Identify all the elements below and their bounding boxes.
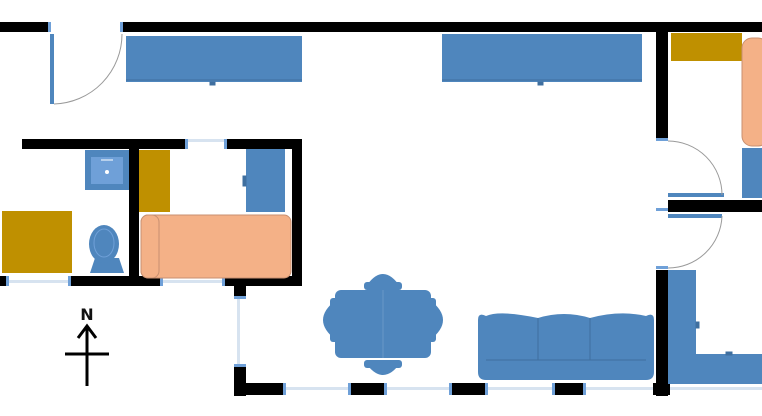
door-icon (668, 214, 722, 218)
cabinet-top-right (442, 34, 642, 86)
compass: N (65, 305, 109, 386)
wall-top-left (0, 22, 50, 32)
jamb-markers (6, 22, 668, 395)
wall-bed-top (226, 139, 302, 149)
wall-bath-bottom-mid (70, 276, 162, 286)
jamb-marker (234, 296, 246, 299)
wall-right-vertical-lower (656, 270, 668, 396)
window-living-left (237, 298, 240, 366)
door-swing-icon (53, 33, 123, 105)
jamb-marker (68, 276, 71, 286)
jamb-marker (120, 22, 123, 32)
windows (8, 139, 762, 390)
wall-right-vertical-upper (656, 22, 668, 140)
wall-bottom-1 (234, 383, 285, 395)
bed-right-room (741, 37, 762, 147)
door-right-upper (667, 140, 724, 197)
closet-cabinet (139, 150, 170, 212)
bath-cabinet (2, 211, 72, 273)
window-living-bottom-2 (386, 387, 450, 390)
jamb-marker (224, 139, 227, 149)
wall-bottom-3 (450, 383, 487, 395)
sink-icon (85, 150, 129, 190)
jamb-marker (185, 139, 188, 149)
door-swing-icon (667, 140, 723, 196)
jamb-marker (656, 266, 668, 269)
jamb-marker (656, 138, 668, 141)
window-living-bottom-1 (285, 387, 349, 390)
window-closet-top (187, 139, 225, 142)
wall-bath-top (22, 139, 186, 149)
bed-icon (140, 214, 292, 279)
cabinet-right-lower (668, 270, 762, 384)
cabinet-top-left (126, 36, 302, 86)
window-bath-bottom (8, 280, 70, 283)
window-bed-bottom (162, 280, 224, 283)
door-entry (50, 33, 123, 105)
toilet-icon (89, 225, 124, 273)
door-swing-icon (667, 215, 723, 269)
door-icon (668, 193, 724, 197)
wall-bottom-2 (349, 383, 386, 395)
jamb-marker (348, 383, 351, 395)
jamb-marker (283, 383, 286, 395)
door-right-lower (667, 214, 723, 269)
window-living-bottom-3 (487, 387, 553, 390)
wall-right-horizontal (668, 200, 762, 212)
jamb-marker (485, 383, 488, 395)
door-icon (50, 34, 54, 104)
window-living-bottom-4 (585, 387, 653, 390)
wall-bath-bottom-left (0, 276, 8, 286)
compass-label: N (80, 305, 93, 324)
jamb-marker (583, 383, 586, 395)
cabinet-right-room (671, 33, 742, 61)
wall-top-main (122, 22, 762, 32)
jamb-marker (449, 383, 452, 395)
dining-table-icon (323, 274, 443, 375)
window-right-bottom (670, 387, 762, 390)
wall-bottom-4 (553, 383, 585, 395)
wall-bottom-5 (653, 383, 670, 395)
jamb-marker (6, 276, 9, 286)
compass-arrow-icon (65, 323, 109, 386)
jamb-marker (656, 208, 668, 211)
wall-bed-right (292, 139, 302, 286)
wall-bed-bottom-right (224, 276, 302, 286)
jamb-marker (222, 276, 225, 286)
wall-bath-divider (129, 149, 139, 285)
jamb-marker (234, 364, 246, 367)
jamb-marker (48, 22, 51, 32)
jamb-marker (384, 383, 387, 395)
sofa-icon (478, 313, 654, 380)
wardrobe-right-room (742, 148, 762, 198)
wardrobe (242, 149, 285, 212)
walls (0, 22, 762, 396)
wall-living-left-top (234, 276, 246, 298)
jamb-marker (160, 276, 163, 286)
jamb-marker (552, 383, 555, 395)
